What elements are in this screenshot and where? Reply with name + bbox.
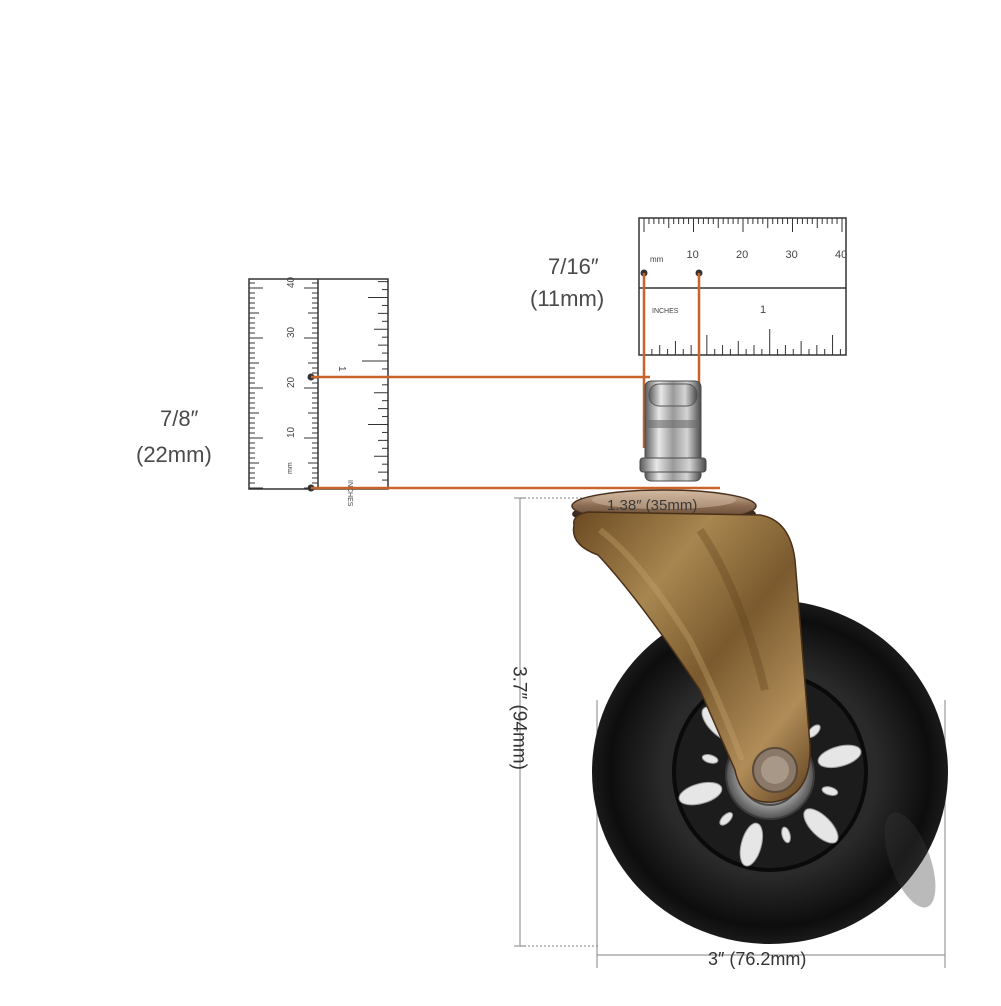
stem-length-mm-label: (11mm) — [530, 286, 605, 311]
caster-stem — [639, 380, 707, 482]
top-ruler-mm-number: 30 — [786, 249, 798, 261]
top-ruler-inch-tag: INCHES — [652, 308, 679, 315]
top-ruler-inch-number: 1 — [760, 304, 766, 316]
left-ruler-mm-number: 40 — [286, 276, 297, 288]
stem-diameter-mm-label: (22mm) — [136, 442, 212, 467]
left-ruler-mm-number: 30 — [286, 326, 297, 338]
wheel-spoke-hole — [701, 754, 719, 764]
left-ruler: 10 20 30 40 mm INCHES 1 — [248, 276, 389, 507]
top-ruler-mm-number: 40 — [835, 249, 847, 261]
top-ruler-mm-number: 20 — [736, 249, 748, 261]
wheel-spoke-slot — [739, 822, 764, 867]
stem-diameter-inches-label: 7/8″ — [160, 406, 199, 431]
wheel-spoke-slot — [803, 808, 839, 844]
caster-fork — [572, 511, 811, 803]
wheel-spoke-hole — [821, 786, 839, 796]
left-ruler-mm-number: 20 — [286, 376, 297, 388]
left-ruler-mm-tag: mm — [287, 462, 294, 474]
wheel-spoke-slot — [817, 744, 862, 769]
overall-height-label: 3.7″ (94mm) — [508, 666, 530, 770]
wheel-width-label: 3″ (76.2mm) — [708, 949, 807, 969]
top-ruler: mm 10 20 30 40 INCHES 1 — [638, 217, 847, 356]
wheel-spoke-slot — [678, 781, 723, 806]
top-ruler-mm-number: 10 — [687, 249, 699, 261]
stem-length-inches-label: 7/16″ — [548, 254, 599, 279]
mount-plate-size-label: 1.38″ (35mm) — [607, 497, 698, 514]
left-ruler-inch-number: 1 — [336, 366, 347, 372]
wheel-spoke-hole — [781, 826, 791, 844]
left-ruler-inch-tag: INCHES — [346, 480, 353, 507]
top-ruler-mm-tag: mm — [650, 255, 664, 264]
left-ruler-mm-number: 10 — [286, 426, 297, 438]
wheel-spoke-hole — [719, 812, 733, 826]
